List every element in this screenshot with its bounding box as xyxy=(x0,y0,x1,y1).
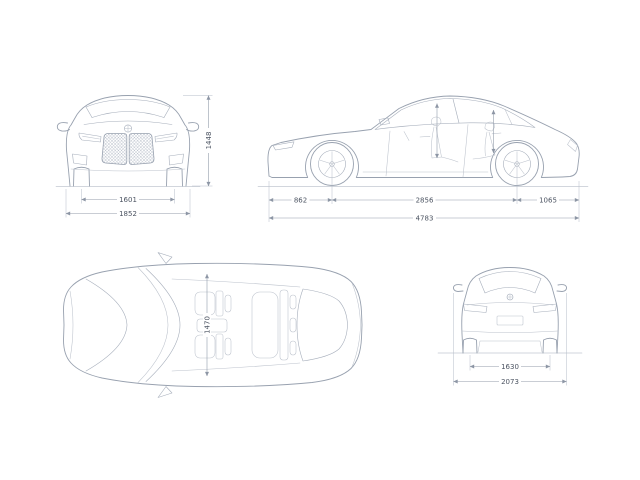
side-rear-overhang-label: 1065 xyxy=(539,197,557,205)
rear-right-tire xyxy=(542,337,558,354)
front-body-outline xyxy=(65,95,191,187)
top-rear-bench xyxy=(251,291,279,359)
top-hood-creases xyxy=(85,278,128,372)
front-right-headlight xyxy=(154,132,178,143)
top-front-headrest xyxy=(224,337,232,356)
label-mask xyxy=(413,196,436,204)
label-mask xyxy=(499,362,521,371)
top-windshield xyxy=(145,268,181,382)
top-trunk-line xyxy=(351,282,361,368)
side-mirror xyxy=(378,117,390,126)
top-front-seat-cushion xyxy=(194,291,216,316)
rear-body-outline xyxy=(461,267,559,354)
rear-bumper-line xyxy=(461,330,559,333)
top-front-headrest xyxy=(224,294,232,313)
side-rear-spokes xyxy=(504,151,530,175)
side-body-outline xyxy=(267,95,580,178)
side-steering-column xyxy=(403,131,410,141)
top-interior-width-label: 1470 xyxy=(204,316,212,334)
rear-right-mirror xyxy=(556,284,567,292)
front-grille-right-kidney xyxy=(128,133,155,165)
top-rear-window xyxy=(296,288,348,362)
front-left-mirror xyxy=(56,122,70,132)
front-badge-cross xyxy=(124,124,132,133)
top-rear-seat-back xyxy=(279,289,289,361)
label-mask xyxy=(117,195,139,204)
top-view xyxy=(63,252,363,398)
rear-trunk-line xyxy=(466,302,554,306)
front-headlight-details xyxy=(82,135,174,140)
front-overall-height-label: 1448 xyxy=(205,132,213,150)
label-mask xyxy=(203,313,211,337)
front-windshield-base xyxy=(91,111,165,118)
side-headlight xyxy=(272,141,295,151)
top-roof-rails xyxy=(171,278,301,372)
rear-badge-cross xyxy=(506,293,514,301)
side-overall-length-label: 4783 xyxy=(416,215,434,223)
rear-overall-width-label: 2073 xyxy=(501,378,519,386)
top-right-mirror xyxy=(157,386,173,398)
front-bumper-line xyxy=(70,168,186,172)
rear-dimensions: 1630 2073 xyxy=(453,293,567,386)
side-front-spokes xyxy=(319,151,345,175)
side-b-pillar xyxy=(452,98,460,124)
side-door-lines xyxy=(385,124,469,178)
rear-left-taillight xyxy=(463,303,488,313)
front-right-mirror xyxy=(186,122,200,132)
top-front-seat-back xyxy=(215,290,224,317)
label-mask xyxy=(537,196,559,204)
side-c-pillar xyxy=(504,109,513,125)
label-mask xyxy=(413,214,436,222)
rear-left-mirror xyxy=(453,284,464,292)
rear-track-label: 1630 xyxy=(501,363,519,371)
front-hood-crease xyxy=(83,120,173,125)
top-rear-headrest xyxy=(289,340,297,356)
side-view xyxy=(257,95,589,187)
front-a-pillars xyxy=(85,106,171,118)
top-rear-headrest xyxy=(289,317,297,333)
front-dimensions: 1601 1852 1448 xyxy=(65,95,213,218)
rear-right-taillight xyxy=(532,303,557,313)
label-mask xyxy=(204,128,213,153)
label-mask xyxy=(117,209,139,218)
side-wheelbase-label: 2856 xyxy=(416,197,434,205)
front-right-intake xyxy=(168,153,184,166)
rear-license-plate xyxy=(496,315,524,326)
side-rear-seat xyxy=(472,121,496,160)
rear-diffuser xyxy=(477,340,543,353)
front-overall-width-label: 1852 xyxy=(119,210,137,218)
side-front-overhang-label: 862 xyxy=(294,197,307,205)
top-left-mirror xyxy=(157,252,173,264)
top-center-console xyxy=(196,318,228,333)
rear-view xyxy=(437,267,583,354)
side-lower-outline xyxy=(268,140,563,178)
side-dimensions: 862 2856 1065 4783 xyxy=(268,167,580,223)
side-rear-lamp xyxy=(567,139,578,152)
front-track-width-label: 1601 xyxy=(119,196,137,204)
front-grille-left-kidney xyxy=(101,133,128,165)
top-front-seat-back xyxy=(215,333,224,360)
rear-window xyxy=(478,271,542,294)
label-mask xyxy=(291,196,310,204)
side-front-seat xyxy=(431,116,459,163)
top-rear-headrest xyxy=(289,294,297,310)
top-front-bumper-crease xyxy=(69,290,74,360)
front-left-headlight xyxy=(78,132,102,143)
rear-left-tire xyxy=(462,337,478,354)
front-left-intake xyxy=(72,153,88,166)
top-cowl-line xyxy=(137,267,169,383)
front-roofline xyxy=(85,99,171,108)
top-dimensions: 1470 xyxy=(203,273,212,377)
side-window-outline xyxy=(374,98,536,130)
label-mask xyxy=(499,377,521,386)
front-view xyxy=(55,95,201,187)
top-front-seat-cushion xyxy=(194,334,216,359)
top-body-outline xyxy=(63,262,363,388)
